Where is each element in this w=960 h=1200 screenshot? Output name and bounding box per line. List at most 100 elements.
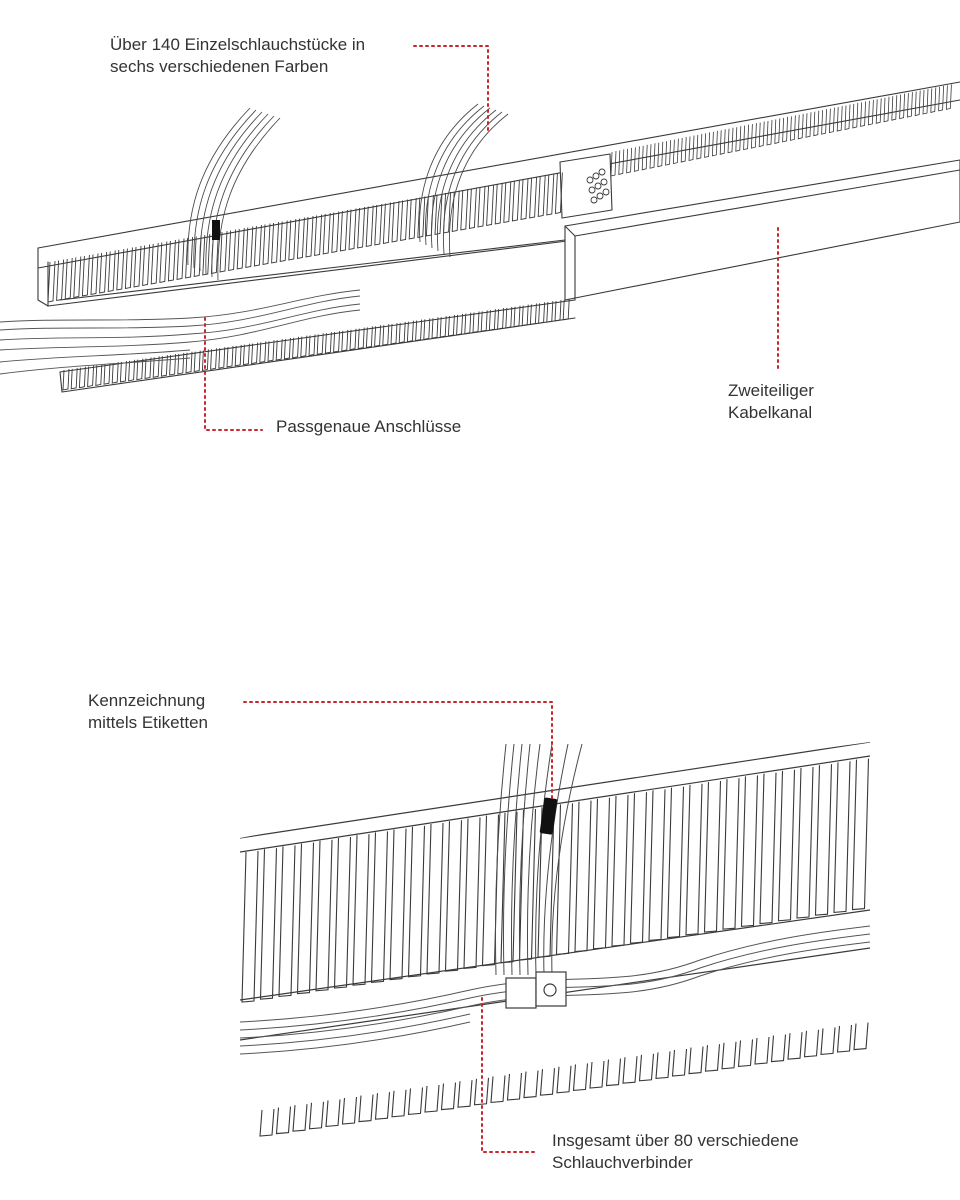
duct-finger <box>78 366 86 389</box>
duct-finger <box>930 87 937 113</box>
duct-finger <box>348 208 357 251</box>
duct-finger <box>472 311 480 334</box>
duct-finger <box>253 224 262 267</box>
duct-finger <box>750 123 757 149</box>
duct-finger <box>555 803 574 955</box>
duct-finger <box>814 764 833 916</box>
duct-finger <box>374 203 383 246</box>
duct-finger <box>562 298 570 321</box>
duct-finger <box>589 1060 605 1089</box>
duct-finger <box>671 1048 688 1077</box>
label-connectors-line1: Insgesamt über 80 verschiedene <box>552 1131 799 1150</box>
duct-finger <box>365 205 374 248</box>
duct-finger <box>488 309 496 331</box>
duct-finger <box>556 1065 572 1094</box>
duct-finger <box>497 308 505 330</box>
duct-finger <box>883 96 890 123</box>
duct-finger <box>938 85 944 112</box>
duct-finger <box>202 233 211 276</box>
duct-finger <box>365 326 373 349</box>
cable-duct-illustration <box>37 81 960 393</box>
duct-finger <box>314 214 323 257</box>
duct-finger <box>554 299 562 322</box>
duct-finger <box>641 144 648 171</box>
duct-finger <box>400 199 409 242</box>
duct-finger <box>803 1029 820 1058</box>
leader-lines-top <box>204 45 779 431</box>
duct-finger <box>177 352 185 375</box>
duct-finger <box>821 109 827 135</box>
duct-finger <box>494 182 503 225</box>
duct-finger <box>283 337 291 360</box>
duct-finger <box>688 135 695 162</box>
duct-finger <box>333 836 352 989</box>
duct-finger <box>852 102 859 129</box>
duct-finger <box>456 313 464 336</box>
label-hoses: Über 140 Einzelschlauchstücke in sechs v… <box>110 34 365 78</box>
duct-finger <box>271 221 280 264</box>
duct-finger <box>288 218 297 261</box>
duct-finger <box>169 354 177 376</box>
duct-finger <box>518 808 537 961</box>
duct-finger <box>685 783 703 936</box>
duct-finger <box>922 88 929 115</box>
duct-finger <box>324 332 332 354</box>
closeup-label-tag <box>539 797 558 835</box>
duct-finger <box>506 1072 523 1101</box>
duct-finger <box>657 141 664 168</box>
duct-finger <box>210 348 218 370</box>
duct-finger <box>727 127 734 154</box>
duct-finger <box>116 248 125 291</box>
label-connections: Passgenaue Anschlüsse <box>276 416 461 438</box>
duct-finger <box>296 842 315 995</box>
duct-finger <box>103 363 111 385</box>
duct-finger <box>797 113 804 140</box>
duct-finger <box>704 132 710 158</box>
duct-finger <box>415 319 423 342</box>
closeup-fingers-lower <box>259 1020 870 1137</box>
duct-finger <box>711 130 718 157</box>
duct-finger <box>56 259 65 302</box>
duct-finger <box>279 220 288 263</box>
duct-finger <box>572 1063 589 1092</box>
duct-finger <box>201 349 209 372</box>
duct-finger <box>833 761 851 913</box>
duct-finger <box>423 318 431 340</box>
duct-finger <box>503 181 512 224</box>
duct-finger <box>618 149 625 175</box>
duct-finger <box>836 106 843 132</box>
duct-finger <box>159 241 168 284</box>
duct-finger <box>704 1044 721 1072</box>
duct-finger <box>782 116 788 143</box>
duct-finger <box>382 324 390 346</box>
duct-finger <box>144 357 152 380</box>
duct-finger <box>136 358 144 381</box>
duct-finger <box>111 362 119 384</box>
duct-finger <box>851 758 870 911</box>
duct-finger <box>234 344 242 367</box>
duct-finger <box>740 775 759 927</box>
duct-finger <box>95 364 103 386</box>
duct-finger <box>439 316 447 338</box>
duct-finger <box>703 780 722 933</box>
duct-finger <box>70 367 78 390</box>
duct-finger <box>374 1092 391 1120</box>
duct-finger <box>774 118 781 144</box>
duct-finger <box>424 1084 440 1113</box>
duct-finger <box>680 137 687 163</box>
duct-finger <box>62 368 70 391</box>
duct-finger <box>539 1068 556 1096</box>
duct-finger <box>737 1039 754 1068</box>
duct-finger <box>90 253 99 296</box>
duct-finger <box>339 209 348 252</box>
duct-finger <box>47 260 56 303</box>
duct-finger <box>735 126 742 152</box>
duct-finger <box>520 178 529 221</box>
duct-finger <box>259 1108 275 1137</box>
duct-finger <box>374 325 382 347</box>
duct-finger <box>398 321 406 344</box>
duct-fingers-upper <box>47 172 563 303</box>
duct-finger <box>869 1020 870 1048</box>
duct-finger <box>275 339 283 361</box>
